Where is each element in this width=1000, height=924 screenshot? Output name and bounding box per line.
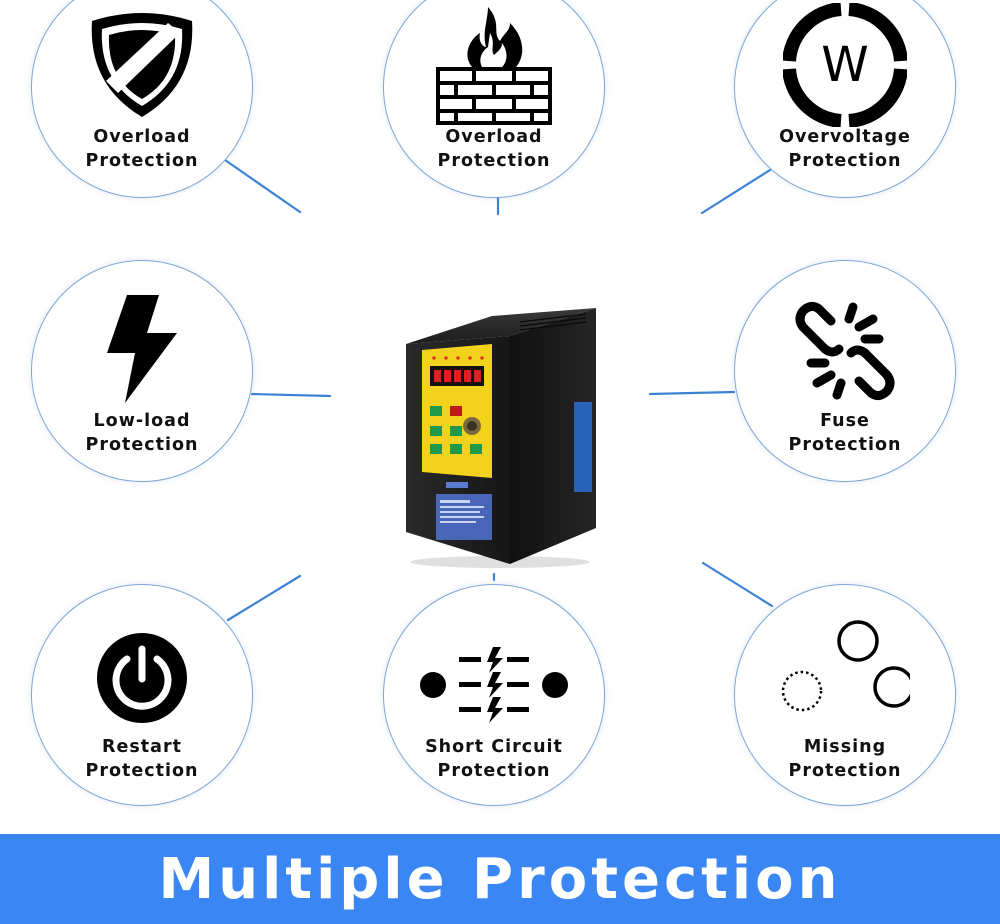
- feature-overload-fire: Overload Protection: [383, 0, 605, 198]
- power-icon: [97, 633, 187, 723]
- connector-top-left: [223, 158, 302, 214]
- feature-short-circuit: Short Circuit Protection: [383, 584, 605, 806]
- missing-phase-icon: [781, 620, 910, 712]
- short-circuit-icon: [420, 647, 568, 723]
- connector-middle-right: [648, 390, 736, 396]
- feature-label-line1: Restart: [102, 737, 182, 757]
- feature-overvoltage: W Overvoltage Protection: [734, 0, 956, 198]
- feature-label-line1: Fuse: [820, 411, 870, 431]
- connector-top-right: [700, 168, 772, 215]
- feature-fuse: Fuse Protection: [734, 260, 956, 482]
- watt-icon: W: [783, 3, 907, 127]
- feature-restart: Restart Protection: [31, 584, 253, 806]
- lightning-icon: [107, 295, 177, 403]
- banner-title: Multiple Protection: [158, 846, 842, 912]
- feature-label-line2: Protection: [85, 761, 199, 781]
- feature-label-line1: Short Circuit: [425, 737, 563, 757]
- feature-label-line2: Protection: [437, 761, 551, 781]
- connector-bottom-right: [701, 561, 774, 608]
- feature-label-line2: Protection: [788, 151, 902, 171]
- feature-missing: Missing Protection: [734, 584, 956, 806]
- feature-label-line2: Protection: [85, 151, 199, 171]
- feature-label-line1: Overload: [93, 127, 191, 147]
- feature-label-line2: Protection: [788, 435, 902, 455]
- feature-label-line1: Overload: [445, 127, 543, 147]
- connector-bottom-left: [226, 574, 302, 622]
- banner: Multiple Protection: [0, 834, 1000, 924]
- watt-letter: W: [821, 37, 868, 93]
- feature-label-line1: Missing: [803, 737, 887, 757]
- broken-link-icon: [795, 301, 895, 401]
- feature-label-line1: Overvoltage: [779, 127, 911, 147]
- feature-label-line2: Protection: [788, 761, 902, 781]
- feature-overload-shield: Overload Protection: [31, 0, 253, 198]
- inverter-device-image: [406, 308, 596, 568]
- feature-label-line2: Protection: [85, 435, 199, 455]
- connector-middle-left: [250, 392, 332, 398]
- feature-low-load: Low-load Protection: [31, 260, 253, 482]
- feature-label-line1: Low-load: [93, 411, 191, 431]
- feature-label-line2: Protection: [437, 151, 551, 171]
- firewall-icon: [436, 7, 552, 125]
- shield-icon: [91, 13, 193, 117]
